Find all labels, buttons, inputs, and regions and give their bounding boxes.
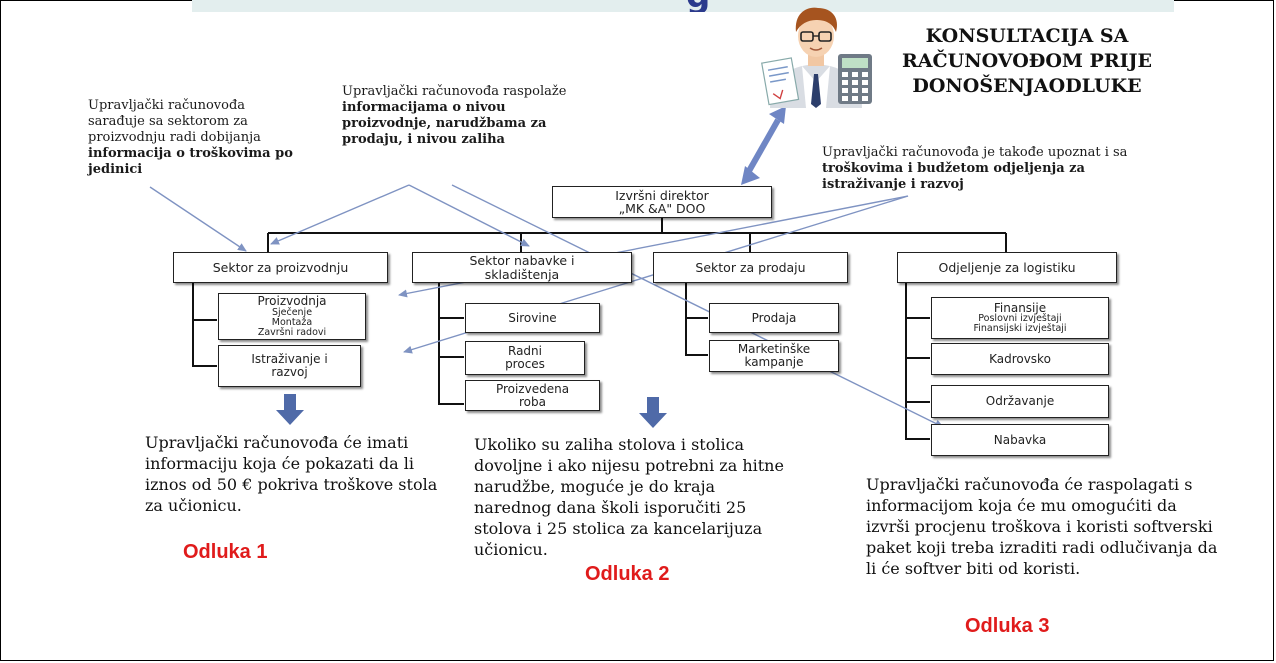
unit-label-line2: razvoj bbox=[271, 365, 308, 379]
sector-procurement-box: Sektor nabavke i skladištenja bbox=[412, 252, 632, 283]
note-text: Upravljački računovođa sarađuje sa sekto… bbox=[88, 98, 261, 145]
unit-subitem: Sječenje bbox=[271, 306, 313, 318]
sector-logistics-box: Odjeljenje za logistiku bbox=[897, 252, 1117, 283]
unit-title: Finansije bbox=[993, 300, 1047, 315]
sector-sales-box: Sektor za prodaju bbox=[653, 252, 848, 283]
sector-label: Odjeljenje za logistiku bbox=[938, 259, 1076, 275]
unit-label-line1: Proizvedena bbox=[495, 381, 570, 396]
heading-line-1: KONSULTACIJA SA bbox=[925, 25, 1129, 47]
outcome-2-text: Ukoliko su zaliha stolova i stolica dovo… bbox=[474, 435, 784, 559]
unit-label-line1: Radni bbox=[508, 344, 542, 359]
note-text: Upravljački računovođa je takođe upoznat… bbox=[822, 145, 1128, 160]
unit-finance-box: Finansije Poslovni izvještaji Finansijsk… bbox=[931, 297, 1109, 339]
unit-label-line2: roba bbox=[519, 394, 546, 409]
banner-title-fragment: g bbox=[686, 0, 710, 12]
unit-label: Nabavka bbox=[993, 432, 1047, 447]
unit-work-process-box: Radni proces bbox=[465, 341, 585, 375]
sector-label-line2: skladištenja bbox=[484, 266, 560, 282]
unit-label-line1: Marketinške bbox=[737, 342, 811, 357]
accountant-with-calculator-icon bbox=[761, 7, 872, 108]
note-text: Upravljački računovođa raspolaže bbox=[342, 84, 567, 99]
unit-research-box: Istraživanje i razvoj bbox=[218, 345, 361, 387]
unit-hr-box: Kadrovsko bbox=[931, 343, 1109, 375]
unit-raw-materials-box: Sirovine bbox=[465, 303, 600, 333]
sector-label: Sektor za proizvodnju bbox=[212, 259, 349, 275]
heading-line-3: DONOŠENJAODLUKE bbox=[912, 75, 1142, 97]
outcome-1-text: Upravljački računovođa će imati informac… bbox=[145, 433, 438, 515]
note-bold-text: troškovima i budžetom odjeljenja za istr… bbox=[822, 161, 1085, 192]
down-arrow-icon bbox=[276, 394, 667, 428]
unit-title: Proizvodnja bbox=[257, 294, 327, 309]
unit-label-line2: proces bbox=[505, 357, 545, 371]
outcome-3-text: Upravljački računovođa će raspolagati s … bbox=[866, 475, 1218, 578]
decision-3-label: Odluka 3 bbox=[965, 615, 1050, 637]
unit-sales-box: Prodaja bbox=[709, 303, 839, 333]
unit-label: Sirovine bbox=[508, 310, 557, 325]
heading-line-2: RAČUNOVOĐOM PRIJE bbox=[901, 50, 1152, 72]
unit-marketing-box: Marketinške kampanje bbox=[709, 340, 839, 372]
note-bold-text: informacija o troškovima po jedinici bbox=[88, 146, 293, 177]
unit-maintenance-box: Održavanje bbox=[931, 385, 1109, 418]
sector-label-line1: Sektor nabavke i bbox=[469, 253, 575, 269]
unit-label: Kadrovsko bbox=[989, 351, 1051, 366]
unit-subitem: Poslovni izvještaji bbox=[978, 313, 1062, 325]
note-bold-text: informacijama o nivou proizvodnje, narud… bbox=[342, 100, 547, 147]
note-production-cost-info: Upravljački računovođa sarađuje sa sekto… bbox=[88, 98, 298, 178]
director-company: „MK &A" DOO bbox=[618, 201, 706, 216]
unit-subitem: Završni radovi bbox=[257, 326, 327, 338]
unit-subitem: Montaža bbox=[271, 316, 313, 328]
decision-1-label: Odluka 1 bbox=[183, 541, 268, 563]
title-banner: g bbox=[192, 0, 1174, 12]
consultation-heading: KONSULTACIJA SA RAČUNOVOĐOM PRIJE DONOŠE… bbox=[882, 24, 1172, 99]
unit-label-line1: Istraživanje i bbox=[251, 352, 328, 367]
decision-2-label: Odluka 2 bbox=[585, 563, 670, 585]
director-title: Izvršni direktor bbox=[615, 187, 709, 203]
executive-director-box: Izvršni direktor „MK &A" DOO bbox=[552, 186, 772, 218]
sector-label: Sektor za prodaju bbox=[695, 259, 806, 275]
sector-production-box: Sektor za proizvodnju bbox=[173, 252, 388, 283]
note-research-budget-info: Upravljački računovođa je takođe upoznat… bbox=[822, 145, 1152, 193]
consultation-arrow bbox=[741, 106, 786, 185]
unit-production-box: Proizvodnja Sječenje Montaža Završni rad… bbox=[218, 293, 366, 340]
note-production-level-info: Upravljački računovođa raspolaže informa… bbox=[342, 84, 572, 148]
unit-label: Održavanje bbox=[985, 394, 1055, 409]
unit-finished-goods-box: Proizvedena roba bbox=[465, 380, 600, 411]
unit-purchasing-box: Nabavka bbox=[931, 424, 1109, 456]
unit-label-line2: kampanje bbox=[744, 355, 804, 369]
unit-subitem: Finansijski izvještaji bbox=[973, 323, 1067, 335]
unit-label: Prodaja bbox=[751, 310, 797, 325]
